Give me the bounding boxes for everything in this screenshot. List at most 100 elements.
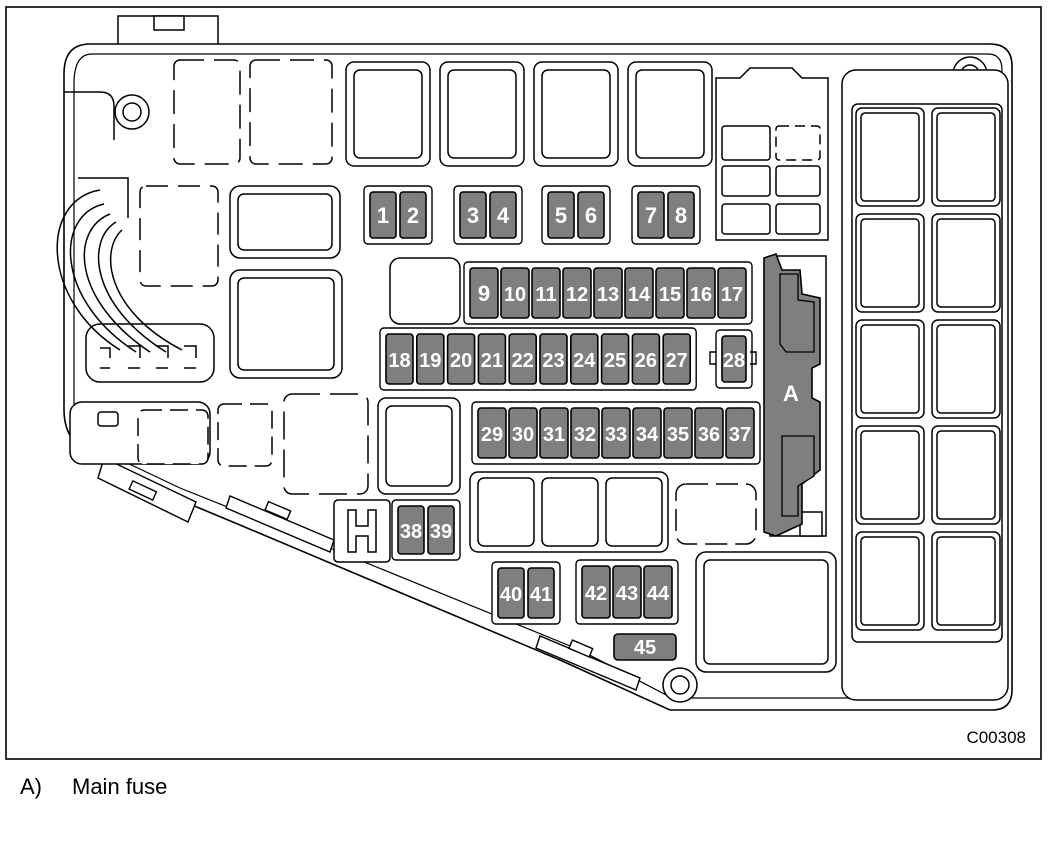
fuse-42 (581, 565, 611, 619)
fuse-label-12: 12 (566, 284, 588, 306)
fuse-label-37: 37 (729, 424, 751, 446)
fuse-label-5: 5 (555, 203, 567, 228)
fuse-36 (694, 407, 724, 459)
fuse-38 (397, 505, 425, 555)
fuse-23 (539, 333, 568, 385)
fuse-29 (477, 407, 507, 459)
fuse-13 (593, 267, 623, 319)
main-fuse: A (763, 252, 821, 537)
fuse-3 (459, 191, 487, 239)
fuse-14 (624, 267, 654, 319)
fuse-33 (601, 407, 631, 459)
fuse-16 (686, 267, 716, 319)
fuse-label-7: 7 (645, 203, 657, 228)
caption-text: Main fuse (72, 774, 168, 799)
fuse-label-44: 44 (647, 583, 670, 605)
fuse-7 (637, 191, 665, 239)
fuse-label-36: 36 (698, 424, 720, 446)
fuse-label-27: 27 (666, 350, 688, 372)
fuse-label-21: 21 (481, 350, 503, 372)
relay-cell-inner (860, 536, 920, 626)
fuse-label-25: 25 (604, 350, 626, 372)
fuse-12 (562, 267, 592, 319)
fuse-37 (725, 407, 755, 459)
fuse-label-20: 20 (450, 350, 472, 372)
fuse-label-43: 43 (616, 583, 638, 605)
fuse-6 (577, 191, 605, 239)
edge-tabs (97, 457, 641, 691)
fuse-4 (489, 191, 517, 239)
caption-marker: A) (20, 774, 42, 799)
fuse-label-31: 31 (543, 424, 565, 446)
fuse-label-6: 6 (585, 203, 597, 228)
fuse-43 (612, 565, 642, 619)
fuse-18 (385, 333, 414, 385)
fuse-label-38: 38 (400, 521, 422, 543)
fuse-8 (667, 191, 695, 239)
fuse-1 (369, 191, 397, 239)
fuse-32 (570, 407, 600, 459)
fuse-label-23: 23 (542, 350, 564, 372)
fuse-label-40: 40 (500, 584, 522, 606)
fuse-label-17: 17 (721, 284, 743, 306)
fuse-label-19: 19 (419, 350, 441, 372)
fuse-21 (477, 333, 507, 385)
fuse-label-24: 24 (573, 350, 596, 372)
fuse-label-22: 22 (512, 350, 534, 372)
fuse-label-2: 2 (407, 203, 419, 228)
main-fuse-marker: A (783, 381, 799, 406)
fuse-label-45: 45 (634, 637, 656, 659)
fuse-label-10: 10 (504, 284, 526, 306)
fuse-label-15: 15 (659, 284, 681, 306)
figure-code: C00308 (966, 728, 1026, 747)
fuse-5 (547, 191, 575, 239)
fuse-label-41: 41 (530, 584, 552, 606)
relay-cell-inner (860, 430, 920, 520)
relay-cell-inner (860, 218, 920, 308)
fuse-15 (655, 267, 685, 319)
fuse-28-holder (709, 351, 757, 365)
fuse-label-32: 32 (574, 424, 596, 446)
fuse-41 (527, 567, 555, 619)
fuse-20 (446, 333, 476, 385)
fuse-26 (631, 333, 661, 385)
fuse-label-29: 29 (481, 424, 503, 446)
fuse-30 (508, 407, 538, 459)
fuse-44 (643, 565, 673, 619)
right-relay-bank (855, 107, 1001, 631)
fuse-25 (600, 333, 630, 385)
fuse-17 (717, 267, 747, 319)
fuse-label-30: 30 (512, 424, 534, 446)
fuse-19 (415, 333, 445, 385)
fuse-label-18: 18 (388, 350, 410, 372)
fuse-label-42: 42 (585, 583, 607, 605)
fuse-label-4: 4 (497, 203, 510, 228)
fuse-label-33: 33 (605, 424, 627, 446)
relay-cell-inner (936, 218, 996, 308)
fuse-label-39: 39 (430, 521, 452, 543)
fuse-label-9: 9 (478, 281, 490, 306)
fuse-label-28: 28 (723, 350, 745, 372)
fuse-31 (539, 407, 569, 459)
fuse-11 (531, 267, 561, 319)
relay-cell-inner (860, 112, 920, 202)
fuse-40 (497, 567, 525, 619)
relay-cell-inner (936, 112, 996, 202)
fuse-9 (469, 267, 499, 319)
fuse-label-13: 13 (597, 284, 619, 306)
fuse-28 (721, 335, 747, 383)
fuse-label-11: 11 (535, 284, 556, 306)
top-tab (117, 15, 219, 47)
fuse-label-3: 3 (467, 203, 479, 228)
fuse-24 (569, 333, 599, 385)
relay-cell-inner (936, 430, 996, 520)
fuse-label-14: 14 (628, 284, 651, 306)
diagram-frame (5, 6, 1042, 760)
fuse-label-35: 35 (667, 424, 689, 446)
fuse-45 (613, 633, 677, 661)
fuse-2 (399, 191, 427, 239)
fuse-22 (508, 333, 538, 385)
relay-cell-inner (936, 536, 996, 626)
